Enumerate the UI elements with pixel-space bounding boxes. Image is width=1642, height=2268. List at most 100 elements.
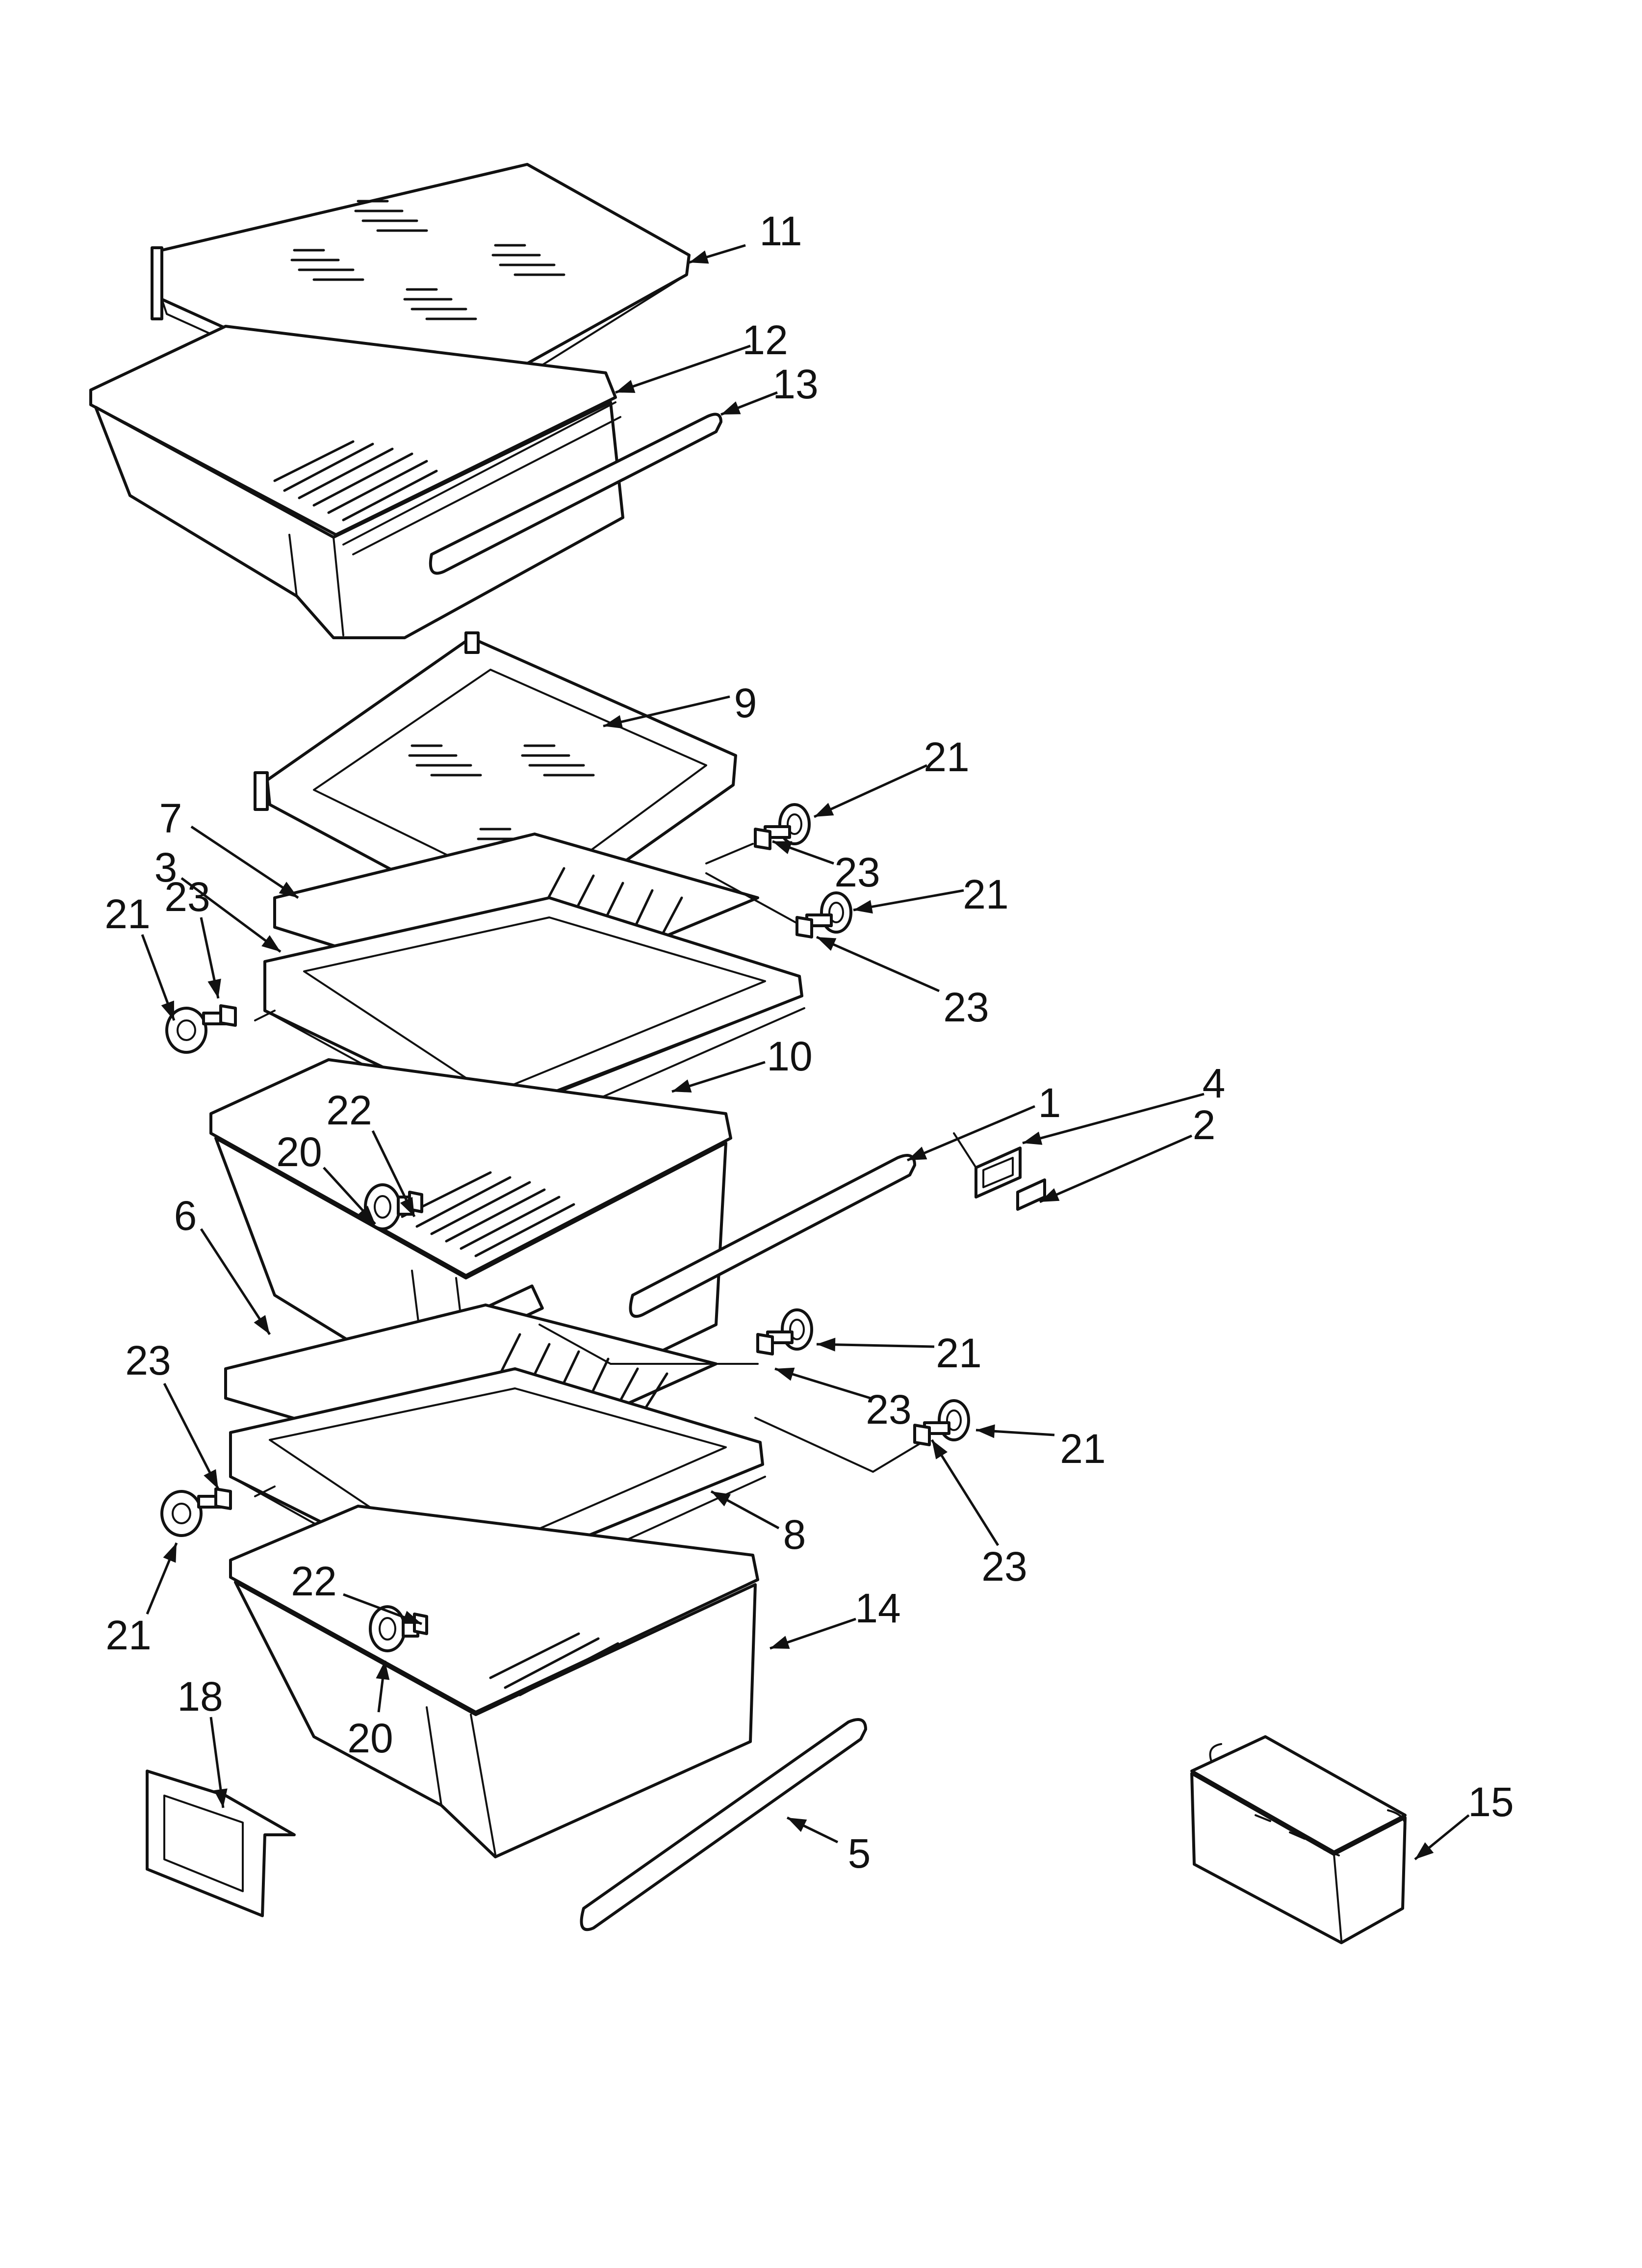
callout-arrowhead (161, 1000, 174, 1020)
callout-label: 14 (855, 1585, 900, 1631)
callout-arrowhead (817, 937, 837, 951)
callout-leader (907, 1105, 1035, 1162)
callout-arrowhead (163, 1543, 177, 1563)
roller-assembly-right-lower-b (913, 1399, 970, 1446)
callout-arrowhead (603, 715, 623, 729)
callout-label: 2 (1193, 1102, 1216, 1148)
callout-arrowhead (402, 1611, 422, 1624)
callout-c22a: 22 (326, 1087, 416, 1218)
callout-c20a: 20 (276, 1129, 376, 1225)
callout-arrowhead (814, 803, 834, 817)
callout-arrowhead (907, 1147, 927, 1160)
callout-c21c: 21 (104, 891, 176, 1021)
callout-arrowhead (204, 1469, 218, 1489)
callout-label: 7 (159, 795, 182, 841)
callout-arrowhead (254, 1315, 270, 1334)
callout-c21f: 21 (105, 1542, 178, 1658)
callout-label: 18 (177, 1673, 223, 1720)
callout-arrowhead (1023, 1131, 1043, 1145)
roller-assembly-right-middle (795, 891, 852, 938)
callout-c6: 6 (174, 1193, 271, 1335)
callout-leader (190, 825, 299, 899)
callout-c23f: 23 (125, 1337, 220, 1490)
callout-label: 6 (174, 1193, 197, 1239)
callout-label: 13 (772, 361, 818, 407)
callout-c11: 11 (689, 208, 802, 264)
callout-label: 22 (326, 1087, 372, 1133)
callout-leader (180, 877, 282, 953)
callout-label: 5 (848, 1830, 871, 1877)
callout-label: 9 (734, 680, 757, 726)
part-5-handle-bar (580, 1718, 867, 1931)
callout-arrowhead (772, 841, 793, 855)
callout-c20b: 20 (347, 1660, 393, 1761)
callout-label: 15 (1468, 1779, 1514, 1825)
roller-assembly-left-upper (165, 1004, 237, 1054)
part-4-label (975, 1147, 1022, 1199)
roller-assembly-left-lower (160, 1487, 232, 1537)
callout-arrowhead (1040, 1188, 1060, 1202)
callout-c2: 2 (1039, 1102, 1216, 1203)
callout-arrowhead (358, 1205, 375, 1224)
callout-c21b: 21 (853, 871, 1009, 917)
callout-arrowhead (817, 1337, 836, 1352)
callout-label: 23 (834, 849, 880, 895)
callout-arrowhead (932, 1440, 948, 1460)
roller-assembly-right-lower-a (756, 1308, 813, 1356)
callout-arrowhead (775, 1367, 795, 1381)
callout-label: 21 (104, 891, 150, 937)
callout-leader (615, 344, 751, 394)
callout-label: 23 (164, 874, 210, 920)
part-13-handle-bar (429, 413, 722, 575)
callout-c18: 18 (177, 1673, 228, 1808)
callout-c21e: 21 (975, 1424, 1106, 1472)
callout-label: 4 (1203, 1060, 1226, 1106)
callout-leader (1022, 1093, 1205, 1145)
callout-arrowhead (207, 978, 221, 998)
callout-arrowhead (721, 401, 741, 415)
callout-c21d: 21 (816, 1330, 982, 1376)
callout-c9: 9 (603, 680, 757, 729)
callout-leader (200, 1228, 271, 1335)
callout-label: 21 (924, 734, 969, 780)
callout-label: 21 (105, 1612, 151, 1658)
callout-label: 1 (1038, 1080, 1061, 1126)
callout-c14: 14 (770, 1585, 901, 1650)
roller-assembly-right-upper (754, 803, 811, 850)
roller-wheel-center-lower (369, 1605, 428, 1652)
callout-label: 23 (866, 1386, 911, 1433)
callout-label: 3 (154, 844, 178, 890)
callout-label: 11 (759, 208, 802, 254)
callout-label: 8 (783, 1512, 806, 1558)
part-3-shelf-frame (263, 896, 805, 1134)
callout-c23a: 23 (772, 840, 880, 895)
part-15-storage-bin (1190, 1735, 1407, 1944)
callout-c23e: 23 (930, 1439, 1027, 1590)
callout-c3: 3 (154, 844, 282, 953)
callout-c22b: 22 (291, 1558, 422, 1625)
callout-label: 22 (291, 1558, 336, 1604)
callout-leader (813, 764, 928, 818)
callout-c4: 4 (1022, 1060, 1226, 1145)
callout-arrowhead (689, 250, 709, 264)
part-14-bottom-crisper-pan (229, 1505, 759, 1858)
callout-label: 23 (943, 984, 989, 1030)
callout-arrowhead (261, 935, 281, 952)
callout-arrowhead (711, 1491, 731, 1507)
callout-leader (163, 1382, 220, 1490)
callout-arrowhead (976, 1424, 995, 1438)
callout-leader (603, 695, 730, 728)
callout-label: 12 (742, 317, 788, 363)
part-2-slide (1016, 1178, 1046, 1211)
callout-label: 21 (1060, 1426, 1105, 1472)
callout-arrowhead (672, 1079, 692, 1093)
callout-leader (930, 1439, 1000, 1546)
callout-c23b: 23 (816, 936, 989, 1030)
callout-c7: 7 (159, 795, 299, 899)
callout-arrowhead (787, 1818, 807, 1832)
part-1-handle-bar (629, 1154, 916, 1318)
callout-c23d: 23 (774, 1367, 912, 1433)
callout-c21a: 21 (813, 734, 970, 818)
